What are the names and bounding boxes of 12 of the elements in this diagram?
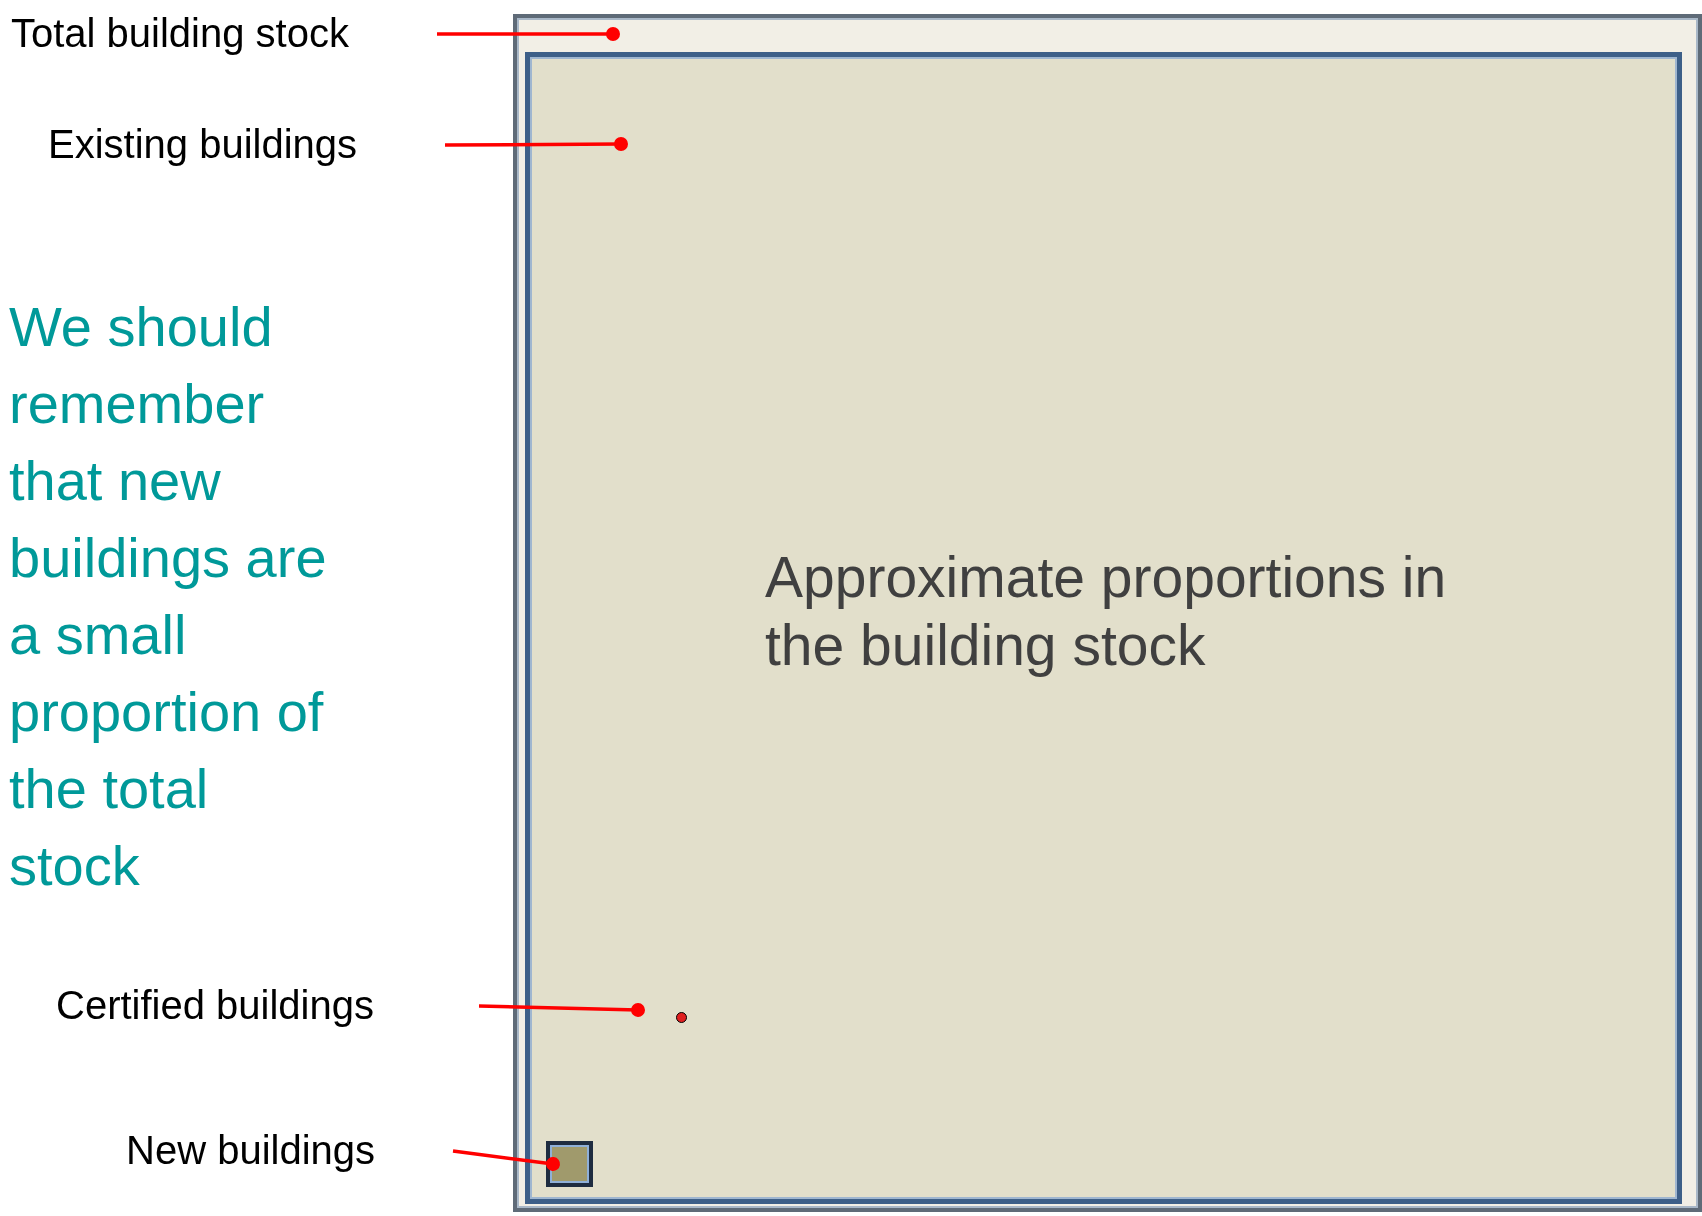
callout-label: Existing buildings: [48, 121, 418, 167]
leader-line: [478, 1003, 645, 1017]
leader-line: [437, 27, 620, 41]
leader-line: [445, 137, 628, 151]
callout-label: Certified buildings: [56, 982, 438, 1028]
small-square: [546, 1141, 593, 1187]
leader-line: [452, 1149, 560, 1171]
callout-label: Total building stock: [11, 10, 419, 56]
small-circle: [676, 1012, 687, 1023]
callout-label: New buildings: [126, 1127, 424, 1173]
panel-text: Approximate proportions in the building stock: [765, 544, 1448, 680]
note-text: We should remember that new buildings are a small proportion of the total stock: [9, 294, 328, 899]
